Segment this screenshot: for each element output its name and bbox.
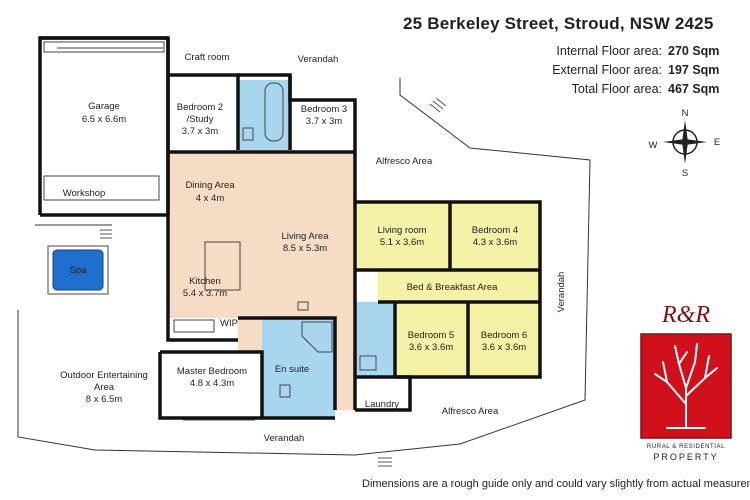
label-living-room: Living room (377, 225, 426, 236)
compass-e: E (714, 137, 720, 148)
label-alfresco-bottom: Alfresco Area (442, 406, 499, 417)
label-bedroom-4-dim: 4.3 x 3.6m (473, 237, 517, 248)
label-living-room-dim: 5.1 x 3.6m (380, 237, 424, 248)
bnb-living-room (355, 202, 450, 270)
label-bedroom-2-study: /Study (187, 114, 214, 125)
area-value: 467 Sqm (668, 82, 720, 96)
compass-s: S (682, 168, 688, 179)
area-label: Total Floor area: (571, 82, 662, 96)
area-row-total: Total Floor area: 467 Sqm (552, 80, 726, 99)
label-living-area-dim: 8.5 x 5.3m (283, 243, 327, 254)
label-master-bedroom: Master Bedroom (177, 366, 247, 377)
label-bedroom-3: Bedroom 3 (301, 104, 347, 115)
label-verandah-bottom: Verandah (264, 433, 305, 444)
tree-icon (654, 343, 718, 429)
label-ensuite: En suite (275, 364, 309, 375)
label-kitchen-dim: 5.4 x 3.7m (183, 288, 227, 299)
bnb-bedroom-6 (468, 302, 540, 377)
label-wip: WIP (220, 318, 238, 329)
bathroom-top (238, 80, 288, 150)
label-living-area: Living Area (281, 231, 329, 242)
label-bedroom-6: Bedroom 6 (481, 330, 527, 341)
area-label: External Floor area: (552, 63, 662, 77)
label-dining-dim: 4 x 4m (196, 193, 225, 204)
floor-area-summary: Internal Floor area: 270 Sqm External Fl… (552, 42, 726, 99)
label-bedroom-2: Bedroom 2 (177, 102, 223, 113)
label-garage-dim: 6.5 x 6.6m (82, 114, 126, 125)
label-bnb-area: Bed & Breakfast Area (407, 282, 499, 293)
label-kitchen: Kitchen (189, 276, 221, 287)
label-laundry: Laundry (365, 399, 400, 410)
label-master-bedroom-dim: 4.8 x 4.3m (190, 378, 234, 389)
agency-logo: R&R RURAL & RESIDENTIAL PROPERTY (640, 302, 732, 462)
label-dining: Dining Area (185, 180, 235, 191)
logo-line-1: RURAL & RESIDENTIAL (647, 444, 725, 450)
label-spa: Spa (70, 265, 88, 276)
ensuite-area (262, 318, 335, 418)
disclaimer: Dimensions are a rough guide only and co… (362, 478, 750, 490)
label-bedroom-4: Bedroom 4 (472, 225, 518, 236)
logo-line-2: PROPERTY (653, 452, 718, 462)
bnb-bedroom-4 (450, 202, 540, 270)
label-craft-room: Craft room (185, 52, 230, 63)
bnb-bathroom (356, 302, 394, 377)
spa-pool (52, 249, 104, 291)
area-value: 270 Sqm (668, 44, 720, 58)
property-address: 25 Berkeley Street, Stroud, NSW 2425 (403, 14, 714, 33)
main-living-zone (168, 152, 355, 410)
label-bedroom-5: Bedroom 5 (408, 330, 454, 341)
label-workshop: Workshop (63, 188, 106, 199)
label-bedroom-6-dim: 3.6 x 3.6m (482, 342, 526, 353)
room-labels: Craft room Verandah Garage 6.5 x 6.6m Be… (60, 52, 567, 444)
bnb-hall (378, 270, 540, 302)
label-outdoor-area-2: Area (94, 382, 115, 393)
compass-w: W (649, 140, 658, 151)
label-garage: Garage (88, 101, 120, 112)
fixtures (43, 41, 377, 421)
label-bedroom-3-dim: 3.7 x 3m (306, 116, 343, 127)
area-row-external: External Floor area: 197 Sqm (552, 61, 726, 80)
compass-n: N (682, 108, 689, 119)
label-verandah-right: Verandah (556, 272, 567, 313)
area-value: 197 Sqm (668, 63, 720, 77)
label-bedroom-2-dim: 3.7 x 3m (182, 126, 219, 137)
label-outdoor-area-dim: 8 x 6.5m (86, 394, 123, 405)
logo-monogram: R&R (661, 302, 710, 328)
area-row-internal: Internal Floor area: 270 Sqm (552, 42, 726, 61)
compass: N S E W (649, 108, 721, 179)
label-alfresco-top: Alfresco Area (376, 156, 433, 167)
label-verandah-top: Verandah (298, 54, 339, 65)
walls (38, 36, 542, 420)
compass-bar-icon (663, 139, 707, 145)
label-outdoor-area: Outdoor Entertaining (60, 370, 148, 381)
bnb-bedroom-5 (395, 302, 468, 377)
label-bedroom-5-dim: 3.6 x 3.6m (409, 342, 453, 353)
stairs (100, 97, 447, 467)
area-label: Internal Floor area: (556, 44, 662, 58)
property-boundary (17, 78, 591, 456)
